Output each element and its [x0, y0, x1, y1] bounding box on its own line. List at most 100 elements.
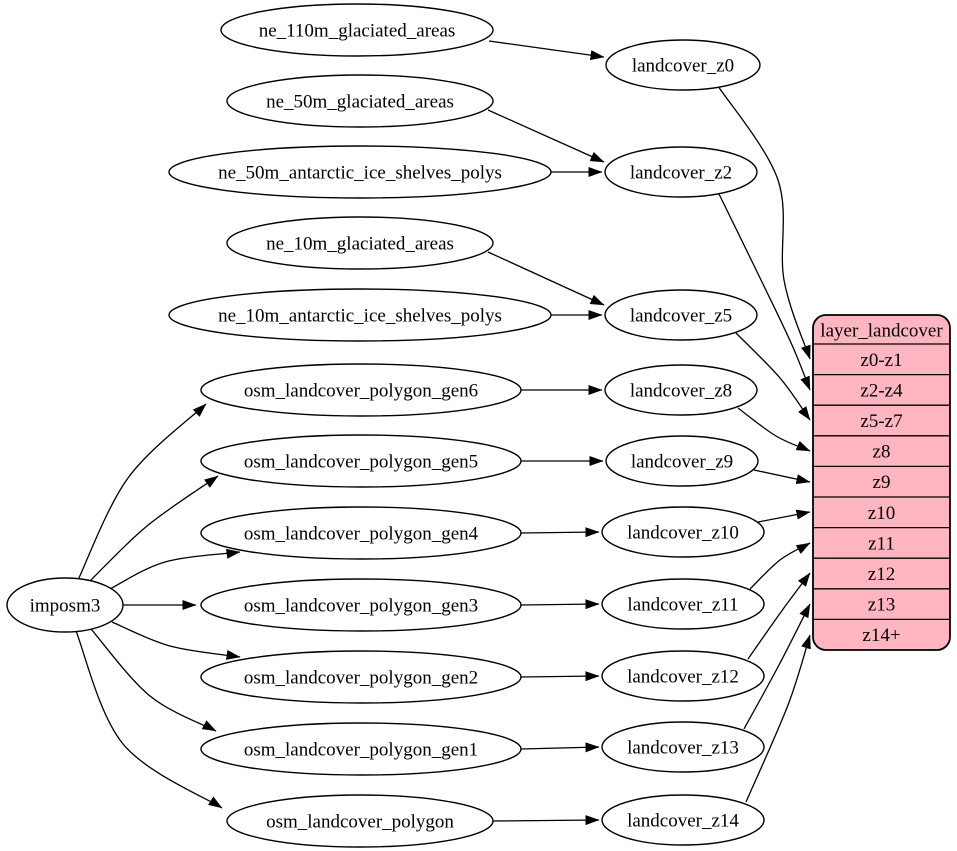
node-osm_landcover_polygon_gen1: osm_landcover_polygon_gen1 [200, 722, 522, 776]
node-shape-ne_110m_glaciated_areas [220, 3, 494, 57]
node-shape-landcover_z2 [604, 146, 758, 198]
node-shape-landcover_z0 [605, 39, 761, 91]
table-row-label-z2-z4: z2-z4 [860, 380, 903, 401]
edge-landcover_z2--layer-row-z2-z4 [718, 193, 811, 391]
node-shape-osm_landcover_polygon_gen4 [200, 506, 522, 560]
edge-osm_landcover_polygon--landcover_z14 [492, 815, 600, 826]
node-label-landcover_z9: landcover_z9 [631, 452, 733, 473]
node-shape-landcover_z8 [604, 364, 758, 416]
edge-imposm3--osm_landcover_polygon_gen6 [77, 403, 207, 581]
node-shape-osm_landcover_polygon_gen6 [200, 363, 522, 417]
node-label-landcover_z14: landcover_z14 [627, 811, 739, 832]
edge-imposm3--osm_landcover_polygon [75, 630, 223, 809]
node-label-ne_50m_antarctic_ice_shelves_polys: ne_50m_antarctic_ice_shelves_polys [218, 163, 502, 184]
edges-layer [75, 40, 811, 826]
node-osm_landcover_polygon_gen3: osm_landcover_polygon_gen3 [200, 578, 522, 632]
node-label-osm_landcover_polygon_gen3: osm_landcover_polygon_gen3 [244, 596, 478, 617]
edge-landcover_z8--layer-row-z8 [737, 407, 811, 452]
node-ne_10m_glaciated_areas: ne_10m_glaciated_areas [226, 216, 494, 270]
node-landcover_z2: landcover_z2 [604, 146, 758, 198]
node-shape-osm_landcover_polygon [226, 794, 494, 848]
edge-landcover_z11--layer-row-z11 [749, 542, 811, 590]
node-landcover_z13: landcover_z13 [601, 721, 765, 773]
node-landcover_z12: landcover_z12 [601, 650, 765, 702]
edge-landcover_z14--layer-row-z14+ [745, 634, 811, 803]
edge-ne_50m_glaciated_areas--landcover_z2 [487, 109, 605, 163]
table-layer: layer_landcover z0-z1 z2-z4 z5-z7 z8 z9 z10 z11… [812, 314, 951, 651]
table-row-label-z5-z7: z5-z7 [860, 411, 902, 432]
nodes-layer: imposm3 ne_110m_glaciated_areas ne_50m_gla… [6, 3, 765, 848]
node-shape-imposm3 [6, 577, 124, 633]
node-landcover_z9: landcover_z9 [605, 435, 759, 487]
node-label-osm_landcover_polygon: osm_landcover_polygon [266, 812, 454, 833]
node-label-imposm3: imposm3 [30, 596, 101, 617]
node-shape-landcover_z13 [601, 721, 765, 773]
node-ne_10m_antarctic_ice_shelves_polys: ne_10m_antarctic_ice_shelves_polys [168, 288, 552, 342]
edge-landcover_z5--layer-row-z5-z7 [735, 332, 811, 421]
edge-landcover_z13--layer-row-z13 [743, 603, 811, 730]
node-osm_landcover_polygon_gen2: osm_landcover_polygon_gen2 [200, 650, 522, 704]
node-shape-osm_landcover_polygon_gen5 [200, 434, 522, 488]
table-row-label-z10: z10 [868, 503, 895, 524]
table-row-label-z11: z11 [868, 533, 895, 554]
node-landcover_z8: landcover_z8 [604, 364, 758, 416]
node-label-landcover_z11: landcover_z11 [627, 595, 738, 616]
edge-osm_landcover_polygon_gen2--landcover_z12 [520, 671, 600, 682]
table-title: layer_landcover [820, 321, 943, 342]
node-shape-landcover_z10 [601, 506, 765, 558]
table-row-label-z9: z9 [873, 472, 891, 493]
table-row-label-z0-z1: z0-z1 [860, 350, 902, 371]
edge-ne_110m_glaciated_areas--landcover_z0 [488, 40, 605, 61]
node-label-landcover_z8: landcover_z8 [630, 381, 732, 402]
node-shape-ne_50m_antarctic_ice_shelves_polys [168, 145, 552, 199]
node-landcover_z0: landcover_z0 [605, 39, 761, 91]
node-shape-landcover_z11 [601, 578, 765, 630]
edge-osm_landcover_polygon_gen4--landcover_z10 [520, 527, 600, 538]
node-label-landcover_z10: landcover_z10 [627, 523, 739, 544]
edge-landcover_z0--layer-row-z0-z1 [717, 85, 811, 360]
node-ne_110m_glaciated_areas: ne_110m_glaciated_areas [220, 3, 494, 57]
edge-ne_10m_glaciated_areas--landcover_z5 [487, 251, 605, 306]
table-row-label-z13: z13 [868, 595, 895, 616]
edge-landcover_z10--layer-row-z10 [757, 509, 811, 523]
table-row-label-z8: z8 [873, 442, 891, 463]
node-label-osm_landcover_polygon_gen6: osm_landcover_polygon_gen6 [244, 381, 478, 402]
edge-imposm3--osm_landcover_polygon_gen2 [111, 621, 241, 660]
node-osm_landcover_polygon_gen4: osm_landcover_polygon_gen4 [200, 506, 522, 560]
node-label-ne_10m_glaciated_areas: ne_10m_glaciated_areas [266, 234, 454, 255]
node-landcover_z10: landcover_z10 [601, 506, 765, 558]
table-layer_landcover: layer_landcover z0-z1 z2-z4 z5-z7 z8 z9 z10 z11… [812, 314, 951, 651]
node-shape-ne_10m_antarctic_ice_shelves_polys [168, 288, 552, 342]
edge-osm_landcover_polygon_gen3--landcover_z11 [520, 599, 600, 610]
node-label-landcover_z12: landcover_z12 [627, 667, 739, 688]
edge-landcover_z9--layer-row-z9 [753, 469, 811, 485]
node-label-ne_10m_antarctic_ice_shelves_polys: ne_10m_antarctic_ice_shelves_polys [218, 306, 502, 327]
node-landcover_z11: landcover_z11 [601, 578, 765, 630]
node-osm_landcover_polygon_gen6: osm_landcover_polygon_gen6 [200, 363, 522, 417]
node-label-osm_landcover_polygon_gen5: osm_landcover_polygon_gen5 [244, 452, 478, 473]
edge-imposm3--osm_landcover_polygon_gen5 [88, 475, 219, 583]
edge-imposm3--osm_landcover_polygon_gen4 [109, 548, 241, 590]
edge-landcover_z12--layer-row-z12 [747, 572, 811, 660]
node-landcover_z5: landcover_z5 [604, 289, 758, 341]
node-label-landcover_z13: landcover_z13 [627, 738, 739, 759]
node-shape-osm_landcover_polygon_gen3 [200, 578, 522, 632]
node-shape-landcover_z9 [605, 435, 759, 487]
table-row-label-z14+: z14+ [862, 625, 900, 646]
node-label-landcover_z5: landcover_z5 [630, 306, 732, 327]
node-imposm3: imposm3 [6, 577, 124, 633]
node-label-osm_landcover_polygon_gen1: osm_landcover_polygon_gen1 [244, 740, 478, 761]
node-ne_50m_glaciated_areas: ne_50m_glaciated_areas [226, 74, 494, 128]
node-label-osm_landcover_polygon_gen4: osm_landcover_polygon_gen4 [244, 524, 479, 545]
node-shape-landcover_z14 [601, 794, 765, 846]
table-row-label-z12: z12 [868, 564, 895, 585]
node-label-landcover_z2: landcover_z2 [630, 163, 732, 184]
node-label-ne_110m_glaciated_areas: ne_110m_glaciated_areas [259, 21, 456, 42]
node-shape-osm_landcover_polygon_gen2 [200, 650, 522, 704]
edge-imposm3--osm_landcover_polygon_gen1 [90, 628, 217, 732]
node-ne_50m_antarctic_ice_shelves_polys: ne_50m_antarctic_ice_shelves_polys [168, 145, 552, 199]
edge-osm_landcover_polygon_gen1--landcover_z13 [520, 742, 600, 753]
node-label-landcover_z0: landcover_z0 [632, 56, 734, 77]
